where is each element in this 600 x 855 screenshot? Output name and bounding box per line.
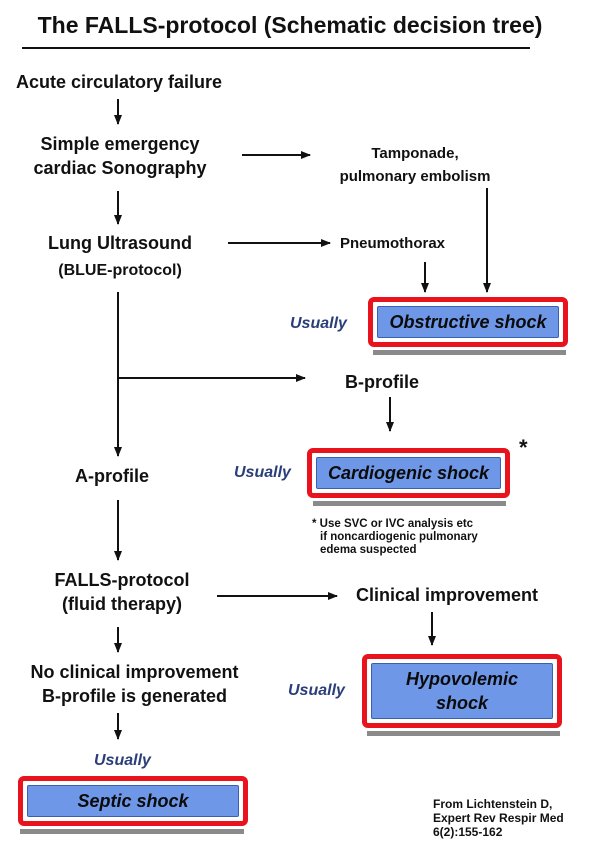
node-falls-line1: FALLS-protocol [54, 570, 190, 590]
node-clinical-improvement: Clinical improvement [356, 585, 539, 605]
node-noimprove-line2: B-profile is generated [41, 686, 228, 706]
shock-shadow-hypovolemic [367, 731, 560, 736]
footnote-asterisk: * [519, 435, 528, 460]
shock-label-cardiogenic: Cardiogenic shock [316, 457, 501, 489]
citation: From Lichtenstein D, Expert Rev Respir M… [433, 797, 564, 839]
shock-label-septic: Septic shock [27, 785, 239, 817]
node-tamponade: Tamponade, pulmonary embolism [315, 144, 515, 187]
citation-line3: 6(2):155-162 [433, 825, 503, 839]
shock-shadow-cardiogenic [313, 501, 506, 506]
shock-box-cardiogenic: Cardiogenic shock [307, 448, 510, 498]
footnote: * Use SVC or IVC analysis etc if noncard… [312, 518, 478, 557]
node-no-clinical-improvement: No clinical improvement B-profile is gen… [12, 660, 257, 708]
usually-label-septic: Usually [94, 752, 151, 769]
shock-box-hypovolemic: Hypovolemic shock [362, 654, 562, 728]
node-cardiac-line2: cardiac Sonography [33, 158, 207, 178]
node-acute-circulatory-failure: Acute circulatory failure [16, 72, 223, 92]
footnote-line3: edema suspected [320, 544, 417, 556]
node-lung-line2: (BLUE-protocol) [58, 262, 182, 279]
shock-label-obstructive: Obstructive shock [377, 306, 559, 338]
node-noimprove-line1: No clinical improvement [30, 662, 239, 682]
footnote-line2: if noncardiogenic pulmonary [320, 531, 478, 543]
node-b-profile: B-profile [345, 372, 419, 392]
usually-label-cardiogenic: Usually [234, 464, 291, 481]
node-cardiac-sonography: Simple emergency cardiac Sonography [20, 132, 220, 180]
shock-label-hypovolemic-line1: Hypovolemic [405, 669, 519, 689]
citation-line2: Expert Rev Respir Med [433, 811, 564, 825]
title-underline [22, 47, 530, 49]
node-falls-protocol: FALLS-protocol (fluid therapy) [22, 568, 222, 616]
usually-label-obstructive: Usually [290, 315, 347, 332]
usually-label-hypovolemic: Usually [288, 682, 345, 699]
node-lung-line1: Lung Ultrasound [48, 233, 192, 253]
footnote-line1: * Use SVC or IVC analysis etc [312, 518, 474, 530]
shock-label-hypovolemic-line2: shock [435, 693, 489, 713]
node-tamponade-line2: pulmonary embolism [339, 168, 491, 185]
shock-shadow-septic [20, 829, 244, 834]
shock-shadow-obstructive [373, 350, 566, 355]
node-pneumothorax: Pneumothorax [340, 235, 446, 252]
node-falls-line2: (fluid therapy) [62, 594, 182, 614]
shock-box-obstructive: Obstructive shock [368, 297, 568, 347]
node-lung-ultrasound: Lung Ultrasound (BLUE-protocol) [25, 231, 215, 282]
citation-line1: From Lichtenstein D, [433, 797, 553, 811]
node-tamponade-line1: Tamponade, [371, 145, 459, 162]
page-title: The FALLS-protocol (Schematic decision t… [37, 12, 543, 38]
node-a-profile: A-profile [75, 466, 149, 486]
node-cardiac-line1: Simple emergency [40, 134, 200, 154]
shock-label-hypovolemic: Hypovolemic shock [371, 663, 553, 719]
shock-box-septic: Septic shock [18, 776, 248, 826]
